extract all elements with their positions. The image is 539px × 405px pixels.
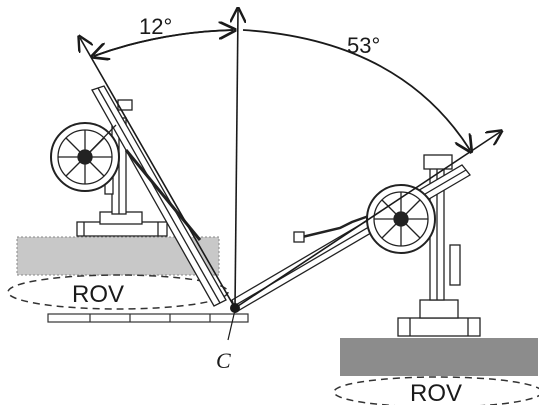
right-rov-label: ROV [410,380,462,405]
right-crane [231,154,481,337]
angle-arcs [94,30,470,150]
pivot-leader [227,309,236,341]
arc-53 [242,29,470,150]
left-rov-outline [7,274,229,310]
pivot-label: C [216,348,231,373]
arc-12-start [93,30,233,57]
right-rov-platform [340,338,538,376]
left-rov-label: ROV [72,281,124,308]
vertical-axis [235,10,238,309]
bottom-rail [47,313,249,323]
angle-right-label: 53° [347,33,380,58]
left-crane [50,85,227,307]
angle-axes [80,10,500,309]
angle-left-label: 12° [139,14,172,39]
right-boom-axis [234,132,500,309]
left-boom-axis [80,38,236,309]
pivot-point [230,303,240,313]
